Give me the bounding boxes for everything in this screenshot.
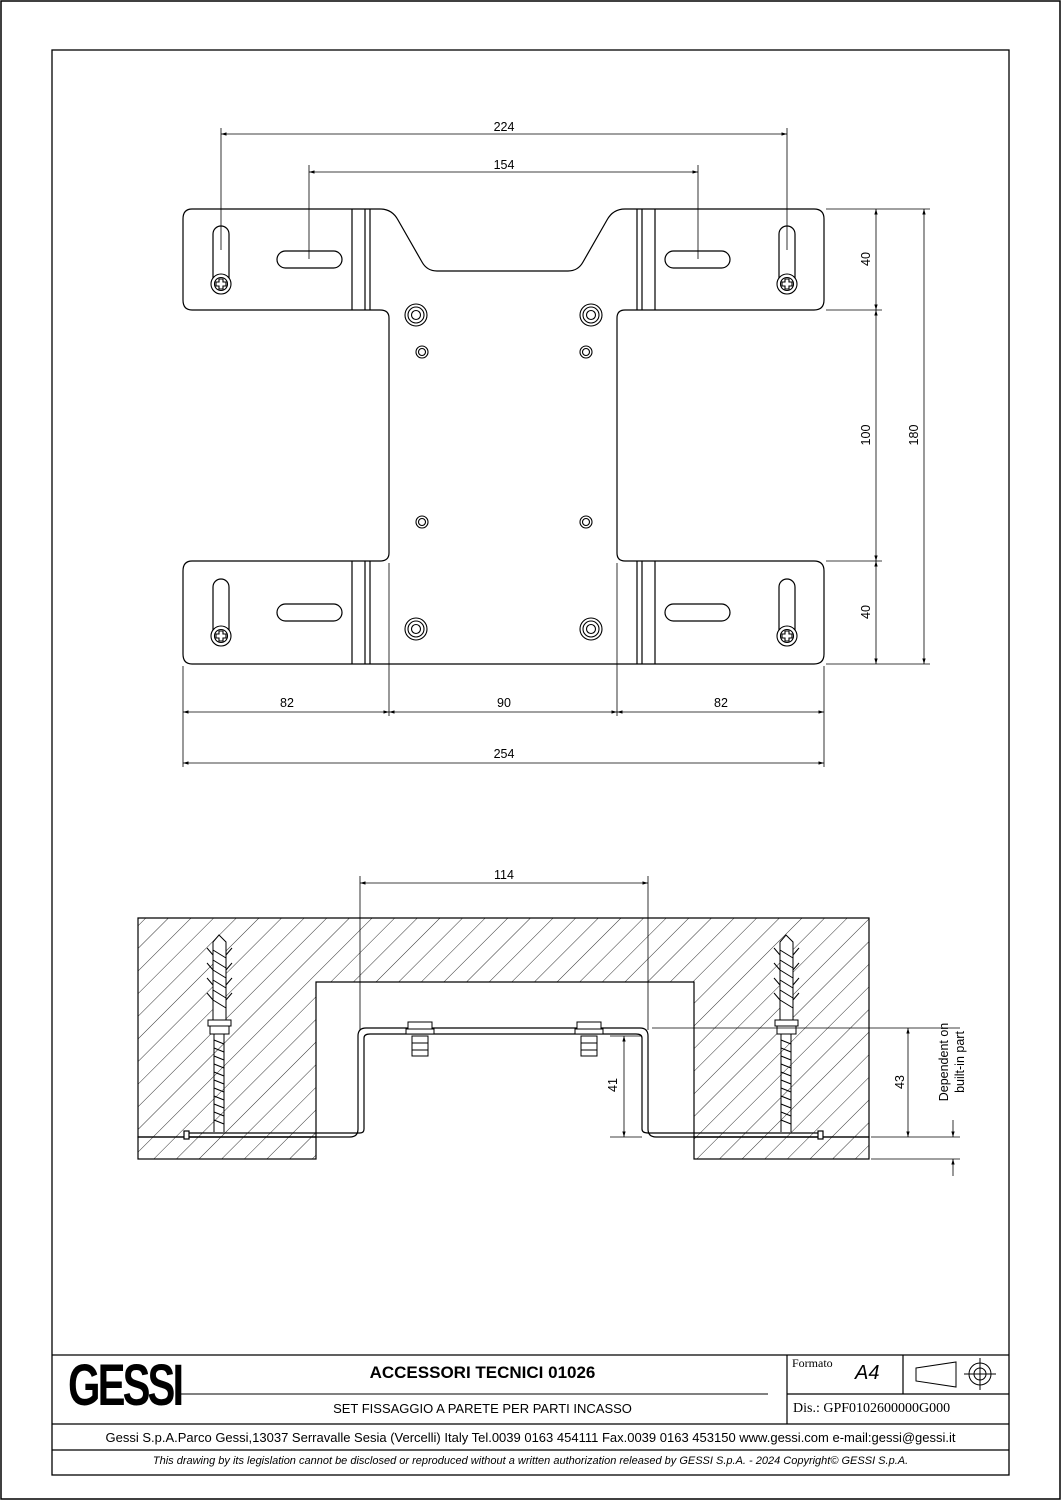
drawing-subtitle: SET FISSAGGIO A PARETE PER PARTI INCASSO xyxy=(333,1401,632,1416)
drawing-number: Dis.: GPF0102600000G000 xyxy=(793,1401,951,1416)
wall-section-hatched xyxy=(137,917,870,1160)
wall-anchor-right xyxy=(773,934,800,1132)
gessi-logo: GESSI xyxy=(68,1353,184,1418)
dim-224: 224 xyxy=(494,120,515,134)
title-block-lines xyxy=(52,1354,1009,1451)
section-view-dimensions xyxy=(359,876,960,1176)
dim-82-left: 82 xyxy=(280,696,294,710)
format-value: A4 xyxy=(855,1362,880,1384)
dim-90: 90 xyxy=(497,696,511,710)
dim-100: 100 xyxy=(859,425,873,446)
dim-41: 41 xyxy=(606,1078,620,1092)
dim-82-right: 82 xyxy=(714,696,728,710)
top-view-dimensions xyxy=(182,128,930,767)
copyright-disclaimer: This drawing by its legislation cannot b… xyxy=(152,1455,909,1467)
dim-40-bottom: 40 xyxy=(859,605,873,619)
company-info: Gessi S.p.A.Parco Gessi,13037 Serravalle… xyxy=(105,1430,956,1445)
drawing-frame xyxy=(51,49,1010,1476)
bracket-plate-top-view xyxy=(182,208,825,665)
dim-154: 154 xyxy=(494,158,515,172)
dim-180: 180 xyxy=(907,425,921,446)
drawing-title: ACCESSORI TECNICI 01026 xyxy=(369,1363,596,1382)
bracket-bolts xyxy=(405,1021,604,1057)
phillips-screw-icons xyxy=(210,273,798,647)
wall-anchor-left xyxy=(206,934,233,1132)
format-label: Formato xyxy=(792,1356,833,1370)
section-view-dimension-labels: 114 41 43 Dependent on built-in part xyxy=(494,868,967,1101)
top-view-dimension-labels: 224 154 40 100 180 40 82 90 82 254 xyxy=(280,120,921,761)
dim-114: 114 xyxy=(494,868,514,882)
dim-40-top: 40 xyxy=(859,252,873,266)
bracket-section-profile xyxy=(183,1027,824,1140)
dim-43: 43 xyxy=(893,1075,907,1089)
dim-254: 254 xyxy=(494,747,515,761)
projection-symbol-icon xyxy=(915,1358,996,1390)
note-built-in-part: built-in part xyxy=(953,1031,967,1093)
note-dependent-on: Dependent on xyxy=(937,1023,951,1102)
mounting-hole-icons xyxy=(404,303,603,641)
